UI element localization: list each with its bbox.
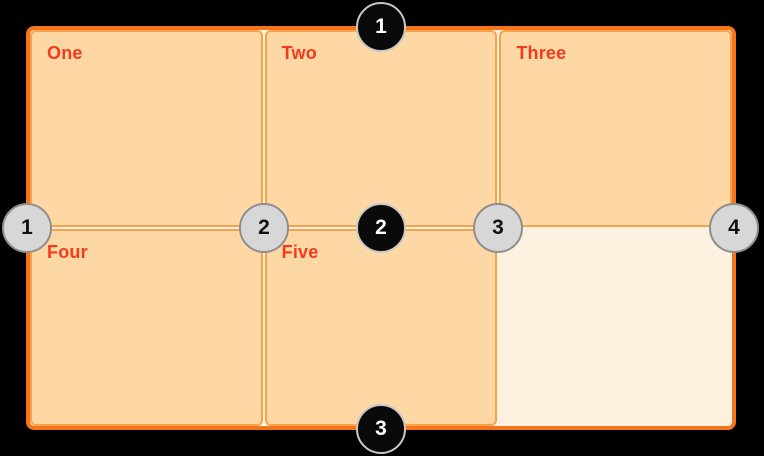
grid-container: One Two Three Four Five (26, 26, 736, 430)
column-line-marker-2: 2 (239, 203, 289, 253)
marker-number: 2 (375, 216, 387, 239)
cell-label: Four (47, 242, 88, 262)
grid-cell-two: Two (264, 30, 498, 227)
grid-cell-four: Four (30, 229, 263, 426)
row-line-marker-3: 3 (356, 404, 406, 454)
marker-number: 2 (258, 216, 270, 239)
cell-label: Two (281, 43, 317, 63)
grid-cell-five: Five (264, 229, 498, 426)
grid-cell-one: One (30, 30, 263, 227)
grid-cell-three: Three (499, 30, 732, 227)
cell-label: Five (281, 242, 319, 262)
row-line-marker-2: 2 (356, 203, 406, 253)
marker-number: 1 (21, 216, 33, 239)
column-line-marker-1: 1 (2, 203, 52, 253)
marker-number: 1 (375, 15, 387, 38)
marker-number: 3 (492, 216, 504, 239)
grid-cell-empty (499, 229, 732, 426)
row-line-marker-1: 1 (356, 2, 406, 52)
marker-number: 3 (375, 417, 387, 440)
cell-label: One (47, 43, 83, 63)
marker-number: 4 (728, 216, 740, 239)
cell-label: Three (516, 43, 567, 63)
column-line-marker-3: 3 (473, 203, 523, 253)
column-line-marker-4: 4 (709, 203, 759, 253)
